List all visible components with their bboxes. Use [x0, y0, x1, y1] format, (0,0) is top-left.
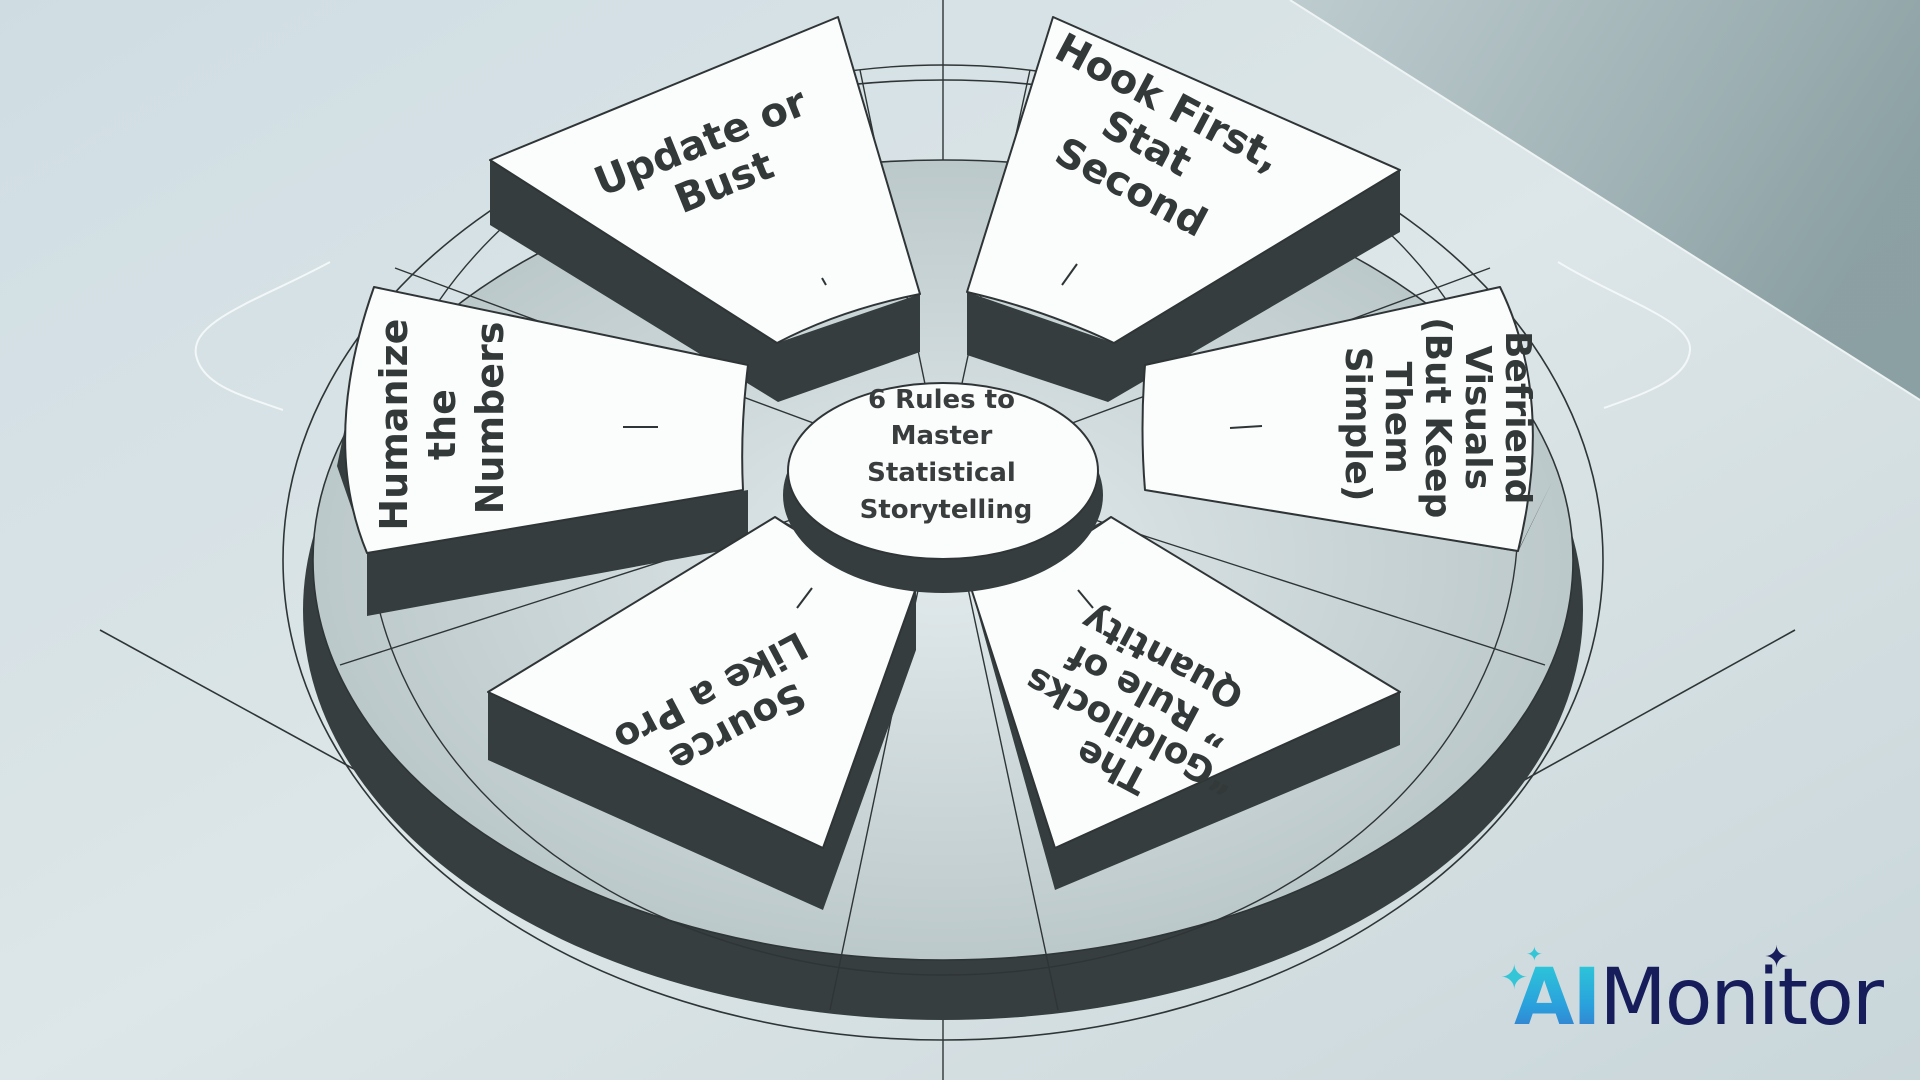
- center-title-line: Master: [891, 421, 993, 451]
- wedge-hook-first[interactable]: [966, 16, 1401, 344]
- sparkle-icon: ✦: [1500, 958, 1528, 998]
- base-outer-ring: [282, 79, 1604, 1041]
- logo-monitor-text: Monitor: [1599, 953, 1883, 1043]
- center-title: 6 Rules to Master Statistical Storytelli…: [860, 385, 1033, 525]
- decor-swoosh-left: [194, 261, 331, 411]
- corner-edge-line: [1289, 0, 1920, 401]
- center-title-line: Statistical: [867, 458, 1016, 488]
- center-title-line: Storytelling: [860, 495, 1033, 525]
- center-title-line: 6 Rules to: [868, 385, 1015, 415]
- sparkle-small-icon: ✦: [1526, 942, 1543, 966]
- sparkle-star-icon: ✦: [1764, 940, 1789, 975]
- logo-ai-text: AI: [1514, 953, 1601, 1043]
- label-humanize-numbers: Humanize the Numbers: [372, 305, 512, 530]
- wedge-humanize-numbers[interactable]: [344, 286, 749, 554]
- wedge-update-or-bust[interactable]: [489, 16, 921, 344]
- label-befriend-visuals: Befriend Visuals (But Keep Them Simple): [1337, 317, 1538, 531]
- wedge-faces: [344, 16, 1534, 849]
- wedge-befriend-visuals[interactable]: [1141, 286, 1534, 552]
- center-hub: [787, 382, 1099, 560]
- aimonitor-logo: ✦ ✦ AI Monitor ✦: [1496, 940, 1884, 1048]
- wedge-tick-marks: [623, 263, 1263, 609]
- decor-swoosh-right: [1557, 261, 1692, 409]
